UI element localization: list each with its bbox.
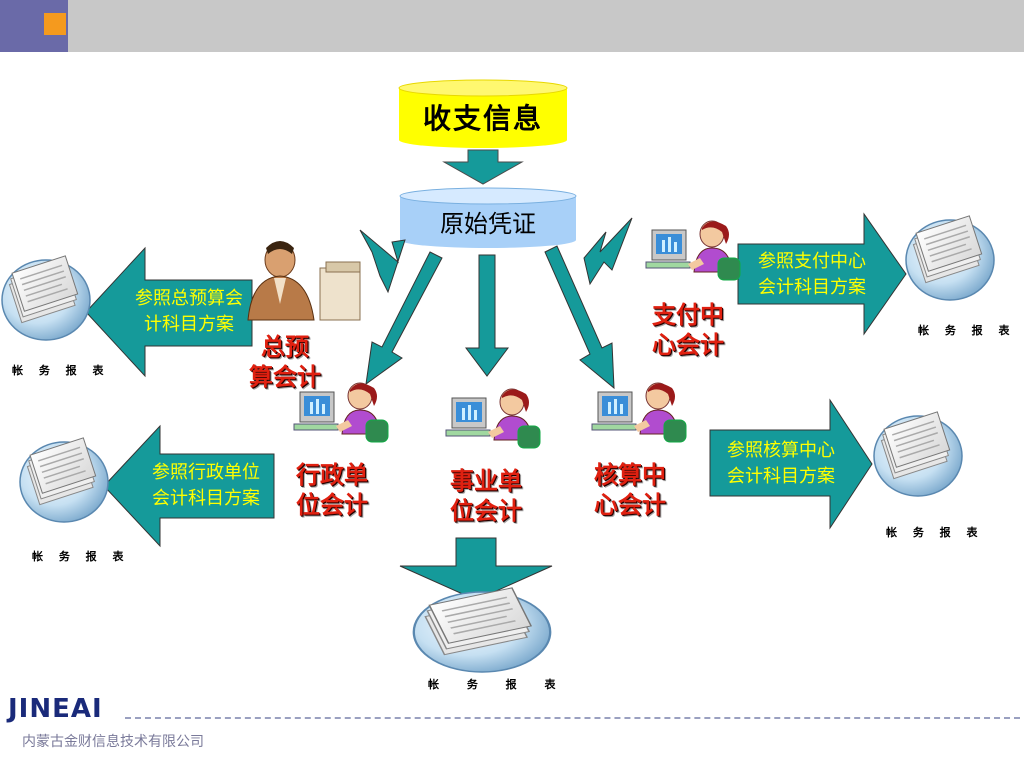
scheme-arrow-payment-center bbox=[737, 212, 907, 336]
voucher-node bbox=[399, 187, 577, 248]
admin-unit-accounting-label: 行政单 位会计 bbox=[296, 460, 368, 519]
scheme-total-budget-label: 参照总预算会 计科目方案 bbox=[135, 288, 243, 335]
report-label-left-top: 帐 务 报 表 bbox=[12, 364, 110, 377]
payment-center-accounting-label: 支付中 心会计 bbox=[652, 300, 724, 359]
header-bar bbox=[0, 0, 1024, 52]
worker-icon-public-unit bbox=[445, 388, 541, 449]
report-label-right-bottom: 帐 务 报 表 bbox=[886, 526, 984, 539]
lightning-arrow-left bbox=[359, 229, 406, 294]
company-logo: JINEAI bbox=[8, 694, 103, 724]
arrow-to-public-unit bbox=[465, 254, 509, 377]
report-icon-left-top bbox=[1, 255, 91, 341]
scheme-arrow-total-budget bbox=[85, 246, 253, 378]
worker-icon-payment-center bbox=[645, 220, 741, 281]
report-icon-right-bottom bbox=[873, 411, 963, 497]
income-expense-label: 收支信息 bbox=[422, 102, 543, 135]
accounting-center-label: 核算中 心会计 bbox=[594, 460, 666, 519]
report-label-bottom: 帐 务 报 表 bbox=[428, 678, 568, 691]
report-icon-right-top bbox=[905, 215, 995, 301]
report-label-left-bottom: 帐 务 报 表 bbox=[32, 550, 130, 563]
arrow-to-voucher bbox=[442, 149, 524, 185]
lightning-arrow-right bbox=[583, 217, 633, 286]
worker-icon-accounting-center bbox=[591, 382, 687, 443]
scheme-payment-center-label: 参照支付中心 会计科目方案 bbox=[758, 251, 866, 298]
report-label-right-top: 帐 务 报 表 bbox=[918, 324, 1016, 337]
company-name: 内蒙古金财信息技术有限公司 bbox=[22, 734, 204, 750]
voucher-label: 原始凭证 bbox=[440, 209, 536, 238]
arrow-to-admin-unit bbox=[365, 251, 443, 386]
arrow-to-bottom-report bbox=[399, 537, 553, 601]
scheme-arrow-admin-unit bbox=[103, 424, 275, 548]
public-unit-accounting-label: 事业单 位会计 bbox=[450, 466, 522, 525]
report-icon-left-bottom bbox=[19, 437, 109, 523]
report-icon-bottom bbox=[412, 586, 552, 674]
arrow-to-accounting-center bbox=[544, 245, 615, 390]
scheme-accounting-center-label: 参照核算中心 会计科目方案 bbox=[727, 440, 835, 487]
scheme-arrow-accounting-center bbox=[709, 398, 873, 530]
scheme-admin-unit-label: 参照行政单位 会计科目方案 bbox=[152, 462, 260, 509]
header-square-icon bbox=[44, 13, 66, 35]
income-expense-node bbox=[398, 79, 568, 148]
footer-divider bbox=[125, 717, 1020, 719]
total-budget-accounting-label: 总预 算会计 bbox=[249, 332, 321, 391]
businessman-icon bbox=[247, 241, 361, 321]
